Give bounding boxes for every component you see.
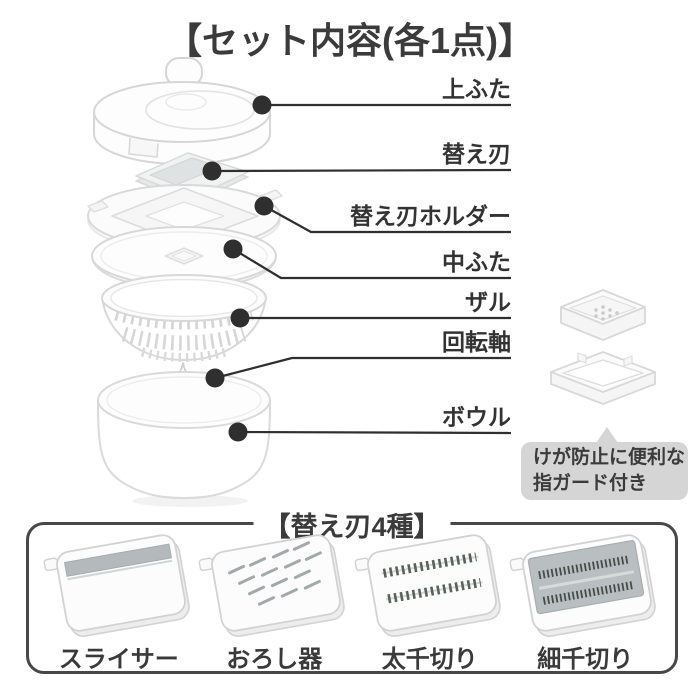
blade-item-grater: おろし器 — [197, 531, 353, 674]
callout-dot-top-lid — [252, 95, 272, 115]
callout-dot-colander — [230, 308, 250, 328]
top-lid-image — [93, 57, 271, 165]
exploded-spinner-image — [87, 57, 283, 507]
fine-julienne-blade-image — [509, 534, 657, 637]
callout-dot-middle-lid — [223, 239, 243, 259]
part-label-middle-lid: 中ふた — [442, 249, 511, 275]
blades-section: 【替え刃4種】 スライサー — [26, 505, 678, 674]
finger-guard-note: けが防止に便利な 指ガード付き — [521, 442, 688, 500]
slicer-blade-image — [43, 534, 190, 637]
callout-line-blade — [211, 168, 512, 173]
callout-dot-blade — [202, 161, 222, 181]
part-label-blade: 替え刃 — [442, 141, 511, 167]
page-title: 【セット内容(各1点)】 — [166, 20, 534, 61]
note-line-1: けが防止に便利な — [533, 447, 686, 468]
note-bubble-pointer — [596, 427, 618, 443]
part-label-spindle: 回転軸 — [442, 329, 511, 355]
part-label-blade-holder: 替え刃ホルダー — [350, 203, 511, 229]
part-label-bowl: ボウル — [442, 404, 511, 430]
callout-dot-bowl — [228, 422, 248, 442]
callout-dot-blade-holder — [254, 196, 274, 216]
callout-dot-spindle — [205, 368, 225, 388]
grater-blade-image — [198, 534, 346, 637]
blade-label-fine-julienne: 細千切り — [537, 646, 634, 673]
blade-label-thick-julienne: 太千切り — [381, 646, 478, 673]
blade-item-thick-julienne: 太千切り — [352, 531, 508, 674]
finger-guard-image — [550, 289, 656, 405]
callout-line-middle-lid — [232, 248, 511, 280]
blade-label-grater: おろし器 — [226, 646, 323, 673]
callout-line-spindle — [214, 356, 511, 380]
part-label-top-lid: 上ふた — [442, 76, 511, 102]
bowl-image — [97, 371, 271, 507]
blade-item-fine-julienne: 細千切り — [508, 531, 664, 674]
thick-julienne-blade-image — [354, 534, 501, 637]
blades-row: スライサー おろし器 — [29, 531, 675, 674]
blades-section-title: 【替え刃4種】 — [253, 505, 451, 544]
blade-item-slicer: スライサー — [41, 531, 197, 674]
callout-line-bowl — [237, 430, 512, 435]
callout-lines — [202, 95, 512, 442]
callout-line-blade-holder — [263, 205, 511, 234]
part-label-colander: ザル — [465, 289, 511, 315]
blade-label-slicer: スライサー — [58, 646, 179, 673]
note-line-2: 指ガード付き — [533, 473, 648, 494]
